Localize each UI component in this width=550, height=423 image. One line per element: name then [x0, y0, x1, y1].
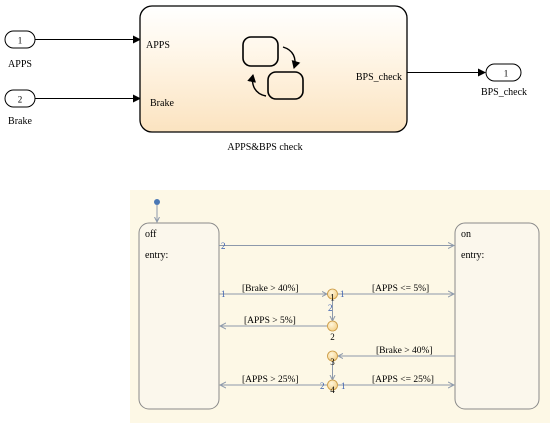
junction-4-number: 4 [330, 385, 335, 395]
state-on-entry: entry: [461, 250, 484, 261]
state-off[interactable]: off entry: [138, 222, 220, 410]
transition-label-brake-40-b: [Brake > 40%] [376, 346, 433, 356]
transition-off-to-on-top[interactable]: 2 [219, 241, 454, 251]
transition-label-apps-gt-5: [APPS > 5%] [244, 316, 296, 326]
default-transition[interactable] [154, 199, 160, 222]
transition-order-apps-le-25: 1 [341, 381, 346, 391]
transition-junction1-to-junction2[interactable]: 2 [328, 299, 333, 321]
transition-order-off-top: 2 [221, 241, 226, 251]
transition-off-to-junction1[interactable]: 1 [Brake > 40%] [219, 284, 327, 299]
transition-junction4-to-off[interactable]: 2 [APPS > 25%] [220, 375, 327, 391]
stateflow-chart-icon [242, 36, 304, 100]
junction-1-number: 1 [330, 293, 335, 303]
transition-junction2-to-off[interactable]: [APPS > 5%] [220, 316, 327, 326]
state-off-entry: entry: [145, 250, 168, 261]
state-on-name: on [461, 229, 471, 240]
junction-2-number: 2 [330, 332, 335, 342]
junction-1[interactable]: 1 [327, 288, 338, 303]
outport-1-block[interactable]: 1 [485, 63, 522, 82]
chart-block-name: APPS&BPS check [227, 142, 302, 153]
inport-2-number: 2 [18, 95, 23, 105]
transition-order-apps-le-5: 1 [340, 289, 345, 299]
junction-2[interactable]: 2 [327, 320, 338, 342]
inport-1-block[interactable]: 1 [4, 30, 36, 49]
transition-order-off-brake: 1 [221, 289, 226, 299]
transition-label-brake-40-a: [Brake > 40%] [242, 284, 299, 294]
inport-1-name: APPS [8, 59, 32, 70]
junction-3-number: 3 [330, 357, 335, 367]
chart-outport-label: BPS_check [356, 72, 402, 83]
chart-block[interactable]: APPS Brake BPS_check [139, 5, 408, 133]
outport-1-number: 1 [504, 69, 509, 79]
transition-order-junction-down: 2 [328, 303, 333, 313]
chart-inport-label-brake: Brake [150, 98, 174, 109]
state-on[interactable]: on entry: [454, 222, 540, 410]
default-transition-dot [154, 199, 160, 205]
transition-order-apps-gt-25: 2 [320, 381, 325, 391]
state-off-name: off [145, 229, 157, 240]
junction-4[interactable]: 4 [327, 379, 338, 395]
inport-1-number: 1 [18, 36, 23, 46]
transition-junction4-to-on[interactable]: 1 [APPS <= 25%] [338, 375, 454, 391]
chart-inport-label-apps: APPS [146, 40, 170, 51]
transition-junction1-to-on[interactable]: 1 [APPS <= 5%] [338, 284, 454, 299]
transition-label-apps-le-5: [APPS <= 5%] [372, 284, 429, 294]
transition-label-apps-gt-25: [APPS > 25%] [242, 375, 299, 385]
transition-on-to-junction3[interactable]: [Brake > 40%] [338, 346, 455, 356]
inport-2-name: Brake [8, 116, 32, 127]
transition-label-apps-le-25: [APPS <= 25%] [372, 375, 434, 385]
inport-2-block[interactable]: 2 [4, 89, 36, 108]
outport-1-name: BPS_check [481, 87, 527, 98]
junction-3[interactable]: 3 [327, 350, 338, 367]
